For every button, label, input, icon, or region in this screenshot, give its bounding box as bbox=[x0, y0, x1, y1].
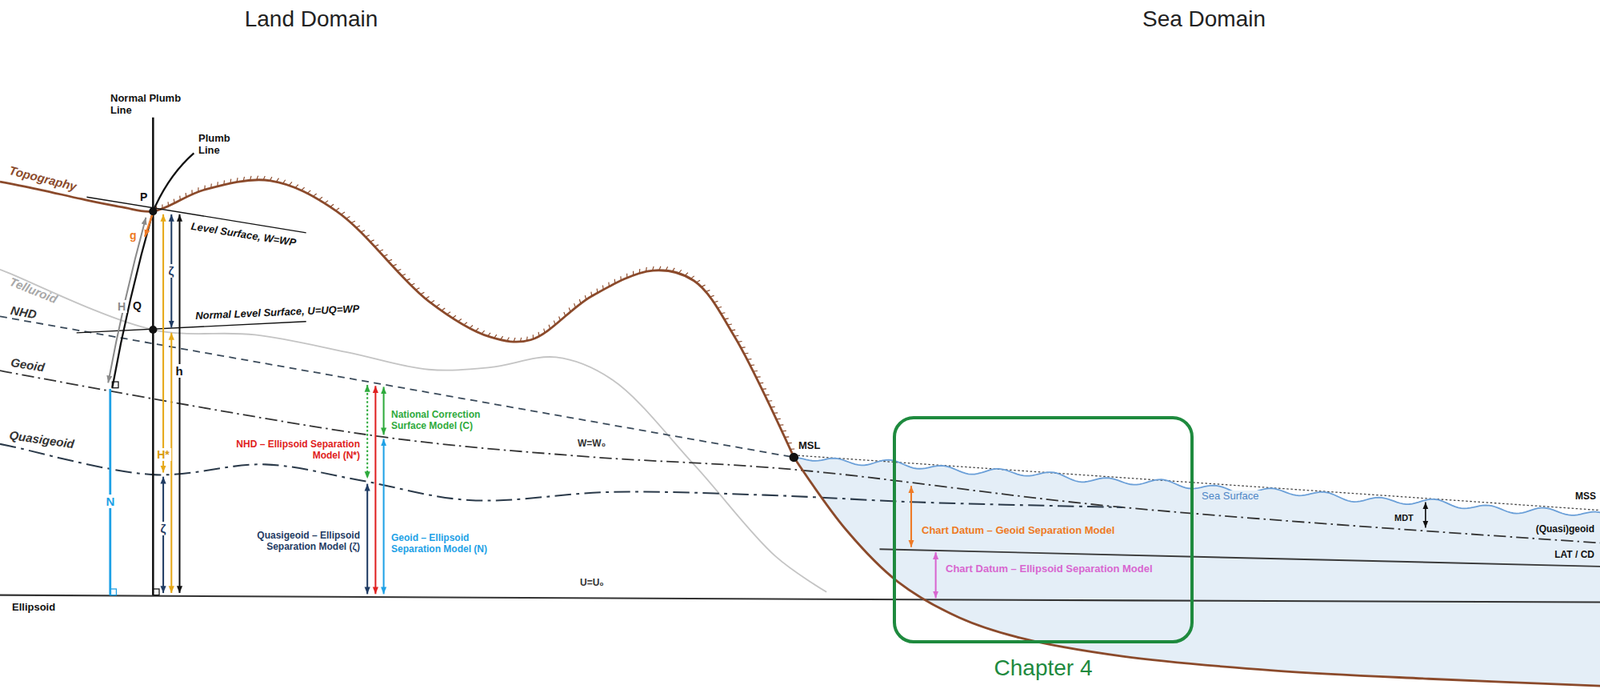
sea-surface-waves bbox=[793, 456, 1600, 515]
surface-label: Level Surface, W=WP bbox=[190, 220, 297, 249]
topography-hatching bbox=[156, 176, 795, 450]
surface-label: U=U₀ bbox=[580, 577, 604, 589]
model-label: Quasigeoid – Ellipsoid Separation Model … bbox=[228, 529, 360, 552]
height-arrow bbox=[178, 214, 180, 593]
model-label: Chart Datum – Geoid Separation Model bbox=[920, 524, 1116, 537]
quantity-symbol: N bbox=[104, 494, 117, 508]
point-label: Q bbox=[132, 299, 142, 312]
line-label: Plumb Line bbox=[198, 132, 240, 157]
surface-label: Telluroid bbox=[8, 274, 60, 307]
surface-label: Ellipsoid bbox=[12, 601, 56, 614]
quantity-symbol: g bbox=[129, 228, 137, 242]
gravity-arrow bbox=[144, 212, 153, 237]
model-arrow bbox=[383, 438, 385, 594]
model-arrow bbox=[366, 384, 368, 479]
ellipsoid-surface bbox=[0, 595, 1600, 603]
quantity-symbol: ζ bbox=[167, 264, 176, 278]
chapter-caption: Chapter 4 bbox=[994, 654, 1093, 682]
domain-heading: Sea Domain bbox=[1142, 6, 1266, 32]
model-label: Geoid – Ellipsoid Separation Model (N) bbox=[391, 532, 512, 555]
quantity-symbol: H bbox=[116, 300, 128, 313]
height-arrow bbox=[170, 332, 172, 593]
quantity-label: MDT bbox=[1392, 512, 1416, 524]
mdt-arrow bbox=[1424, 502, 1427, 528]
surface-label: Quasigeoid bbox=[8, 428, 76, 451]
surface-label: Topography bbox=[8, 163, 79, 194]
surface-label: MSS bbox=[1575, 491, 1596, 503]
line-label: Normal Plumb Line bbox=[110, 92, 191, 117]
quantity-symbol: h bbox=[173, 364, 184, 378]
surface-label: Normal Level Surface, U=UQ=WP bbox=[195, 303, 360, 323]
model-label: National Correction Surface Model (C) bbox=[391, 408, 512, 432]
normal-level-surface-line bbox=[76, 321, 307, 333]
model-label: Chart Datum – Ellipsoid Separation Model bbox=[944, 562, 1155, 576]
model-arrow bbox=[910, 485, 912, 548]
point-marker bbox=[148, 325, 157, 334]
seabed-profile bbox=[793, 456, 1600, 686]
geoid-undulation-line bbox=[108, 388, 112, 596]
surface-label: Sea Surface bbox=[1200, 490, 1261, 503]
surface-label: W=W₀ bbox=[577, 438, 606, 450]
telluroid-curve bbox=[0, 269, 827, 592]
surface-label: LAT / CD bbox=[1552, 549, 1596, 561]
quasigeoid-surface bbox=[0, 444, 1123, 508]
surface-label: Geoid bbox=[9, 355, 46, 375]
quantity-symbol: H* bbox=[155, 448, 172, 461]
geoid-surface bbox=[0, 370, 1600, 544]
model-label: NHD – Ellipsoid Separation Model (N*) bbox=[232, 438, 360, 461]
normal-plumb-line bbox=[152, 117, 155, 596]
surface-label: NHD bbox=[9, 303, 38, 322]
sea-water bbox=[793, 456, 1600, 686]
quantity-symbol: ζ bbox=[159, 521, 168, 536]
surface-label: (Quasi)geoid bbox=[1534, 524, 1596, 536]
point-marker bbox=[789, 452, 799, 462]
highlight-box: Chart Datum – Geoid Separation ModelChar… bbox=[892, 416, 1194, 644]
point-marker bbox=[148, 207, 157, 216]
nhd-surface bbox=[0, 316, 794, 457]
right-angle-mark bbox=[110, 588, 117, 596]
model-arrow bbox=[366, 484, 368, 595]
height-arrow bbox=[162, 214, 164, 473]
domain-heading: Land Domain bbox=[244, 6, 379, 32]
point-label: P bbox=[140, 190, 148, 204]
model-arrow bbox=[374, 385, 376, 594]
model-arrow bbox=[935, 552, 937, 598]
model-arrow bbox=[383, 386, 385, 435]
right-angle-mark bbox=[112, 381, 119, 388]
plumb-line bbox=[112, 152, 194, 388]
mean-sea-surface bbox=[793, 455, 1600, 511]
point-label: MSL bbox=[798, 440, 820, 452]
right-angle-mark bbox=[152, 588, 160, 596]
topography-profile bbox=[0, 180, 794, 458]
orthometric-height-arrow bbox=[108, 217, 146, 384]
